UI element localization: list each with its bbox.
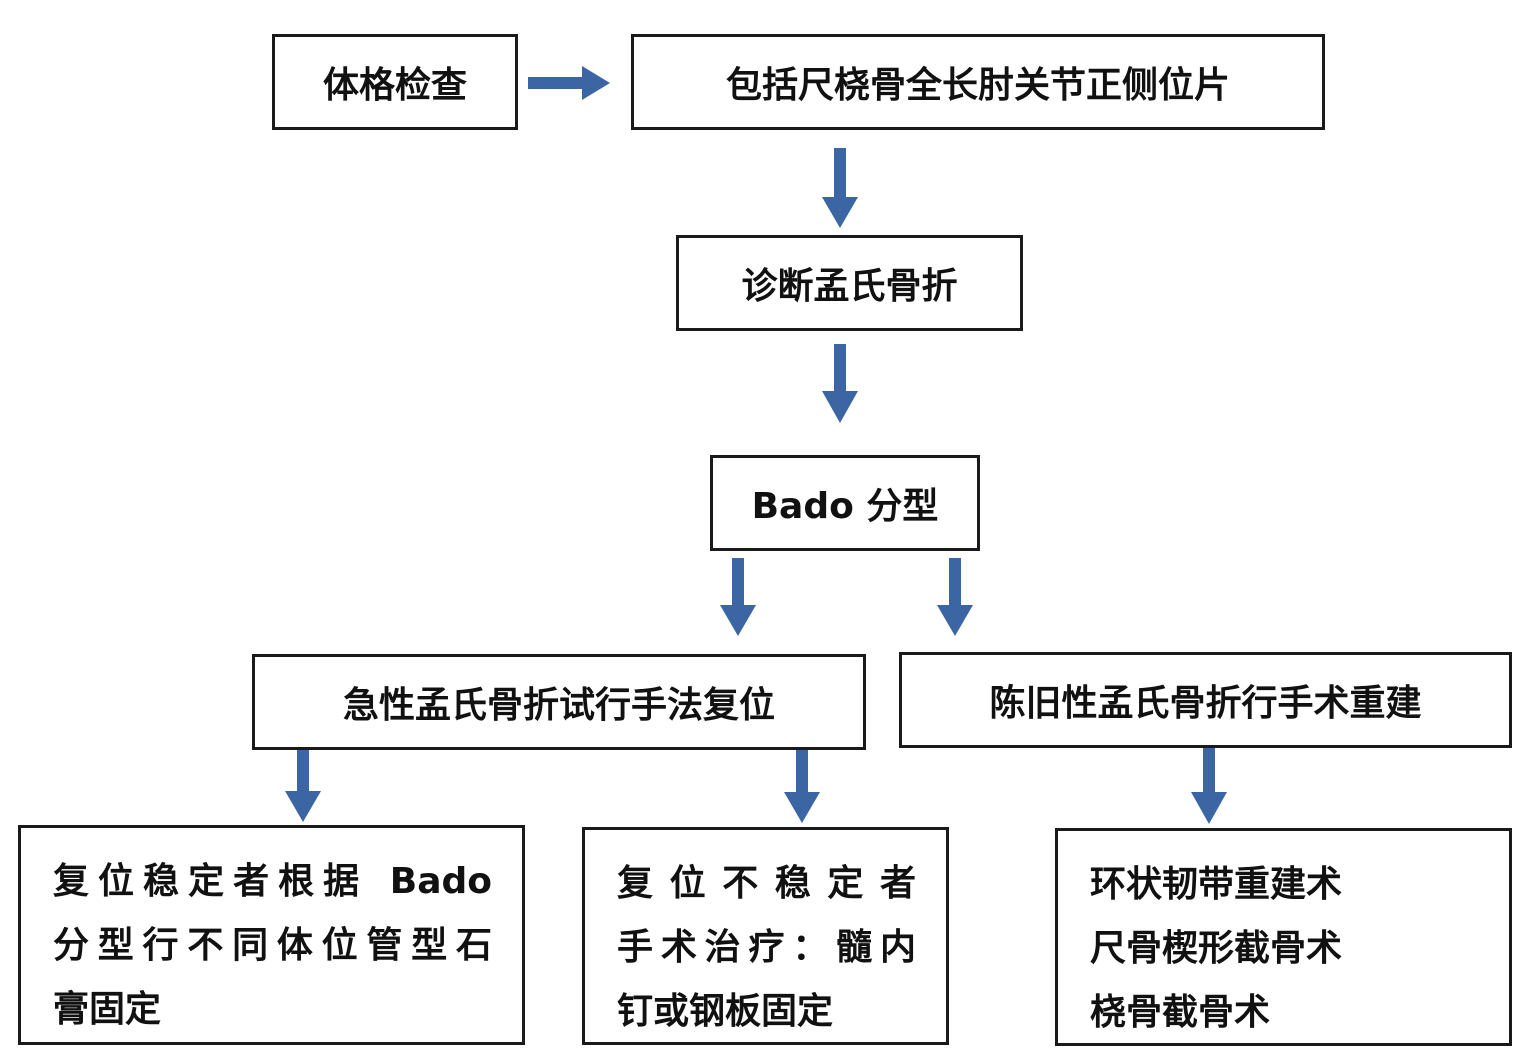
arrow-bado-to-chronic: [937, 558, 973, 636]
unstable-line-3: 钉或钢板固定: [617, 991, 834, 1032]
arrow-acute-to-stable: [285, 748, 321, 822]
stable-line-2: 分型行不同体位管型石: [53, 925, 492, 966]
physical-exam-box: 体格检查: [272, 34, 518, 130]
bado-classification-label: Bado 分型: [751, 486, 939, 527]
xray-label: 包括尺桡骨全长肘关节正侧位片: [725, 65, 1230, 106]
surgery-line-3: 桡骨截骨术: [1090, 992, 1271, 1033]
xray-box: 包括尺桡骨全长肘关节正侧位片: [631, 34, 1325, 130]
acute-fracture-box: 急性孟氏骨折试行手法复位: [252, 654, 866, 750]
surgical-reconstruction-box: 环状韧带重建术 尺骨楔形截骨术 桡骨截骨术: [1055, 828, 1512, 1046]
bado-classification-box: Bado 分型: [710, 455, 980, 551]
surgery-line-2: 尺骨楔形截骨术: [1090, 928, 1343, 969]
physical-exam-label: 体格检查: [322, 65, 467, 106]
diagnosis-label: 诊断孟氏骨折: [741, 266, 958, 307]
arrow-chronic-to-surgery: [1191, 745, 1227, 824]
unstable-reduction-box: 复位不稳定者 手术治疗：髓内 钉或钢板固定: [582, 827, 949, 1045]
arrow-exam-to-xray: [528, 66, 610, 100]
stable-line-1: 复位稳定者根据 Bado: [53, 861, 492, 902]
surgery-line-1: 环状韧带重建术: [1090, 864, 1343, 905]
arrow-diagnosis-to-bado: [822, 344, 858, 423]
arrow-xray-to-diagnosis: [822, 148, 858, 228]
chronic-fracture-box: 陈旧性孟氏骨折行手术重建: [899, 652, 1512, 748]
diagnosis-box: 诊断孟氏骨折: [676, 235, 1023, 331]
unstable-line-1: 复位不稳定者: [617, 863, 916, 904]
acute-fracture-label: 急性孟氏骨折试行手法复位: [342, 685, 775, 726]
stable-reduction-box: 复位稳定者根据 Bado 分型行不同体位管型石 膏固定: [18, 825, 525, 1045]
unstable-line-2: 手术治疗：髓内: [617, 927, 916, 968]
arrow-bado-to-acute: [720, 558, 756, 636]
arrow-acute-to-unstable: [784, 743, 820, 823]
stable-line-3: 膏固定: [53, 989, 162, 1030]
chronic-fracture-label: 陈旧性孟氏骨折行手术重建: [989, 683, 1422, 724]
